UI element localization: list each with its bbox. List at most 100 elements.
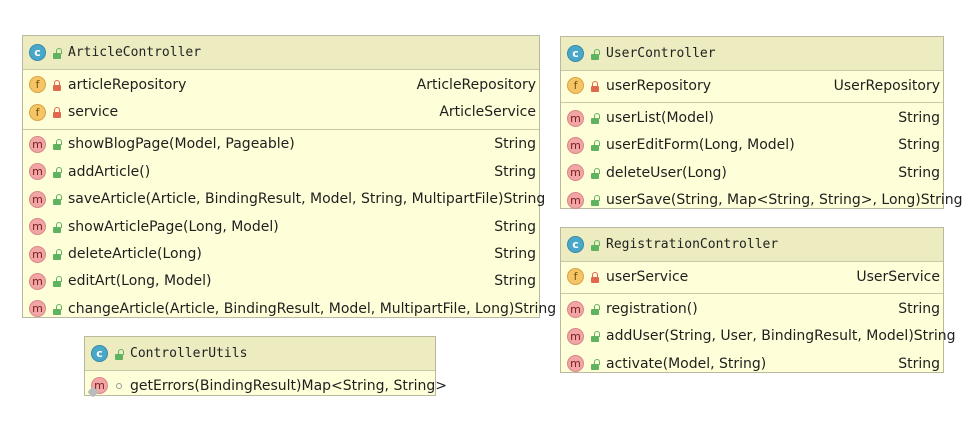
field-name: articleRepository xyxy=(68,76,187,93)
public-lock-icon xyxy=(590,194,600,207)
methods-section: m userList(Model) String m userEditForm(… xyxy=(561,103,963,217)
method-icon-letter: m xyxy=(94,379,105,393)
method-signature: registration() xyxy=(606,301,698,318)
method-icon: m xyxy=(567,355,584,373)
private-lock-icon xyxy=(52,79,62,91)
class-box-user-controller[interactable]: c UserController f userRepository UserRe… xyxy=(560,36,963,209)
method-row[interactable]: m addArticle() String xyxy=(23,158,539,185)
class-header[interactable]: c RegistrationController xyxy=(561,228,943,262)
public-lock-icon xyxy=(590,167,600,179)
field-type: UserService xyxy=(856,268,940,285)
field-name: service xyxy=(68,104,119,121)
methods-section: m getErrors(BindingResult) Map<String, S… xyxy=(85,371,447,402)
field-name: userRepository xyxy=(606,77,711,94)
class-header[interactable]: c UserController xyxy=(561,37,943,71)
class-icon: c xyxy=(29,44,46,61)
public-lock-icon xyxy=(590,303,600,316)
method-row[interactable]: m addUser(String, User, BindingResult, M… xyxy=(561,323,956,350)
method-icon: m xyxy=(567,109,584,127)
method-icon: m xyxy=(29,163,46,181)
method-row[interactable]: m userSave(String, Map<String, String>, … xyxy=(561,187,963,214)
return-type: String xyxy=(494,273,536,290)
method-row[interactable]: m getErrors(BindingResult) Map<String, S… xyxy=(85,372,447,399)
method-row[interactable]: m changeArticle(Article, BindingResult, … xyxy=(23,295,556,322)
method-row[interactable]: m editArt(Long, Model) String xyxy=(23,268,539,295)
class-name: UserController xyxy=(606,46,716,61)
class-box-article-controller[interactable]: c ArticleController f articleRepository … xyxy=(22,35,556,318)
method-row[interactable]: m registration() String xyxy=(561,295,943,322)
field-icon: f xyxy=(29,103,46,121)
method-icon: m xyxy=(29,218,46,236)
private-lock-icon xyxy=(52,106,62,119)
methods-section: m showBlogPage(Model, Pageable) String m… xyxy=(23,130,556,326)
method-signature: getErrors(BindingResult) xyxy=(130,377,302,394)
class-box-controller-utils[interactable]: c ControllerUtils m getErrors(BindingRes… xyxy=(84,336,447,398)
method-icon: m xyxy=(567,300,584,318)
field-type: UserRepository xyxy=(833,77,940,94)
class-header[interactable]: c ControllerUtils xyxy=(85,337,435,371)
method-signature: addUser(String, User, BindingResult, Mod… xyxy=(606,328,914,345)
method-icon: m xyxy=(29,135,46,153)
return-type: String xyxy=(920,192,963,209)
class-icon: c xyxy=(567,45,584,62)
public-lock-icon xyxy=(114,348,124,360)
class-header[interactable]: c ArticleController xyxy=(23,36,539,70)
public-lock-icon xyxy=(52,193,62,206)
method-signature: userSave(String, Map<String, String>, Lo… xyxy=(606,192,921,209)
private-lock-icon xyxy=(590,80,600,92)
public-lock-icon xyxy=(590,358,600,370)
class-name: ArticleController xyxy=(68,45,202,60)
method-icon: m xyxy=(567,136,584,154)
public-lock-icon xyxy=(52,275,62,288)
method-row[interactable]: m userList(Model) String xyxy=(561,104,943,131)
method-signature: deleteArticle(Long) xyxy=(68,246,202,263)
fields-section: f userRepository UserRepository xyxy=(561,71,943,104)
public-lock-icon xyxy=(52,166,62,178)
field-row[interactable]: f articleRepository ArticleRepository xyxy=(23,71,539,98)
method-row[interactable]: m deleteUser(Long) String xyxy=(561,159,943,186)
method-signature: showArticlePage(Long, Model) xyxy=(68,218,279,235)
return-type: String xyxy=(494,218,536,235)
method-signature: addArticle() xyxy=(68,163,151,180)
method-row[interactable]: m deleteArticle(Long) String xyxy=(23,240,539,267)
method-row[interactable]: m activate(Model, String) String xyxy=(561,350,943,377)
field-row[interactable]: f userService UserService xyxy=(561,263,943,290)
method-icon: m xyxy=(29,300,46,318)
method-signature: userEditForm(Long, Model) xyxy=(606,137,795,154)
return-type: String xyxy=(494,163,536,180)
class-name: RegistrationController xyxy=(606,237,779,252)
method-row[interactable]: m saveArticle(Article, BindingResult, Mo… xyxy=(23,186,545,213)
public-lock-icon xyxy=(590,48,600,60)
method-signature: showBlogPage(Model, Pageable) xyxy=(68,136,295,153)
method-signature: changeArticle(Article, BindingResult, Mo… xyxy=(68,300,515,317)
method-icon: m xyxy=(29,190,46,208)
field-icon: f xyxy=(567,77,584,95)
method-signature: deleteUser(Long) xyxy=(606,164,727,181)
public-lock-icon xyxy=(52,303,62,315)
return-type: String xyxy=(898,301,940,318)
public-lock-icon xyxy=(52,221,62,233)
return-type: String xyxy=(898,164,940,181)
method-signature: editArt(Long, Model) xyxy=(68,273,212,290)
field-row[interactable]: f service ArticleService xyxy=(23,98,539,125)
return-type: String xyxy=(898,137,940,154)
fields-section: f articleRepository ArticleRepository f … xyxy=(23,70,539,130)
methods-section: m registration() String m addUser(String… xyxy=(561,294,956,380)
method-icon: m xyxy=(567,191,584,209)
class-box-registration-controller[interactable]: c RegistrationController f userService U… xyxy=(560,227,956,373)
method-row[interactable]: m showArticlePage(Long, Model) String xyxy=(23,213,539,240)
class-name: ControllerUtils xyxy=(130,346,248,361)
method-row[interactable]: m userEditForm(Long, Model) String xyxy=(561,132,943,159)
field-type: ArticleService xyxy=(439,104,536,121)
return-type: String xyxy=(898,110,940,127)
field-icon: f xyxy=(29,76,46,94)
private-lock-icon xyxy=(590,271,600,283)
class-icon: c xyxy=(91,345,108,362)
public-lock-icon xyxy=(52,47,62,59)
method-icon: m xyxy=(29,272,46,290)
class-icon: c xyxy=(567,236,584,253)
public-lock-icon xyxy=(52,138,62,151)
field-row[interactable]: f userRepository UserRepository xyxy=(561,72,943,99)
field-icon: f xyxy=(567,268,584,286)
method-row[interactable]: m showBlogPage(Model, Pageable) String xyxy=(23,131,539,158)
